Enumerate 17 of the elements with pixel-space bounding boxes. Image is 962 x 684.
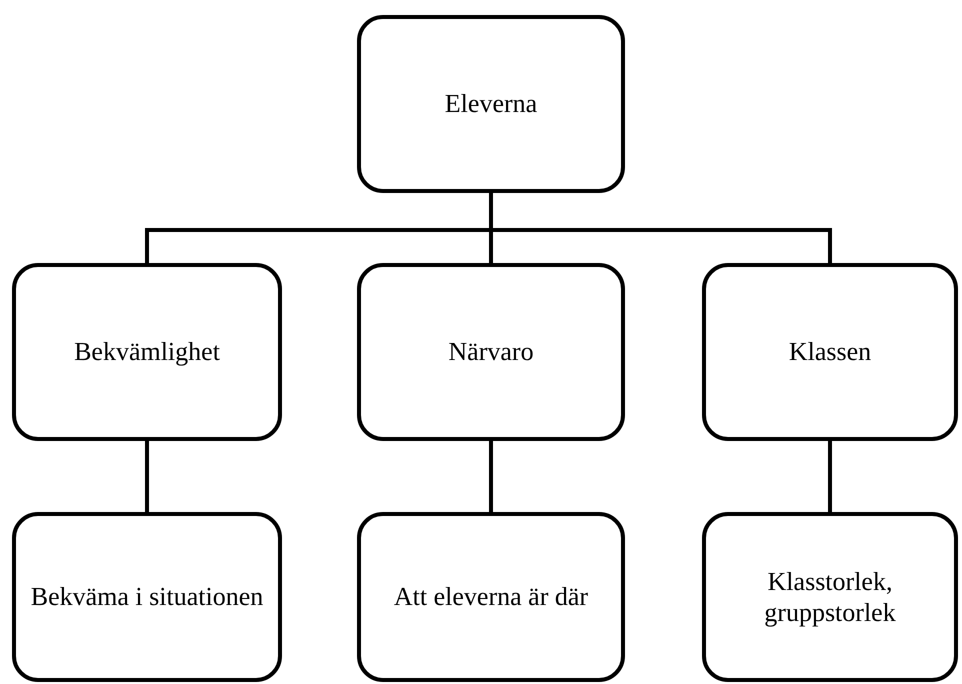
process-box — [357, 263, 625, 441]
node-label: Närvaro — [448, 336, 534, 368]
connector-line — [489, 439, 493, 512]
connector-line — [828, 439, 832, 512]
node-label: Klasstorlek, gruppstorlek — [763, 566, 897, 628]
node-label: Att eleverna är där — [394, 581, 588, 613]
node-label: Klassen — [788, 336, 872, 368]
node-label: Eleverna — [444, 88, 538, 120]
process-box — [12, 263, 282, 441]
process-box — [12, 512, 282, 682]
process-box — [702, 512, 958, 682]
process-box — [357, 512, 625, 682]
node-label: Bekväma i situationen — [30, 581, 264, 613]
process-box — [357, 15, 625, 193]
process-box — [702, 263, 958, 441]
node-label: Bekvämlighet — [74, 336, 220, 368]
connector-line — [145, 439, 149, 512]
